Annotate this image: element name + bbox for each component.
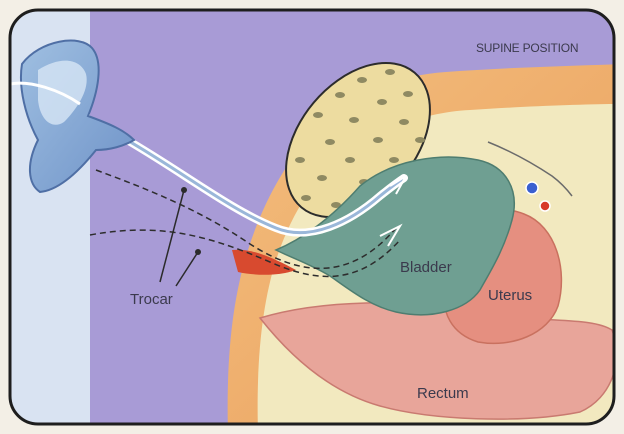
diagram-title: SUPINE POSITION xyxy=(476,41,578,55)
pointer-dot-1 xyxy=(181,187,187,193)
pointer-dot-2 xyxy=(195,249,201,255)
diagram-contents xyxy=(10,10,624,434)
vessel-red-icon xyxy=(540,201,550,211)
label-trocar: Trocar xyxy=(130,291,173,308)
label-rectum: Rectum xyxy=(417,385,469,402)
label-bladder: Bladder xyxy=(400,259,452,276)
label-uterus: Uterus xyxy=(488,287,532,304)
vessel-blue-icon xyxy=(526,182,538,194)
